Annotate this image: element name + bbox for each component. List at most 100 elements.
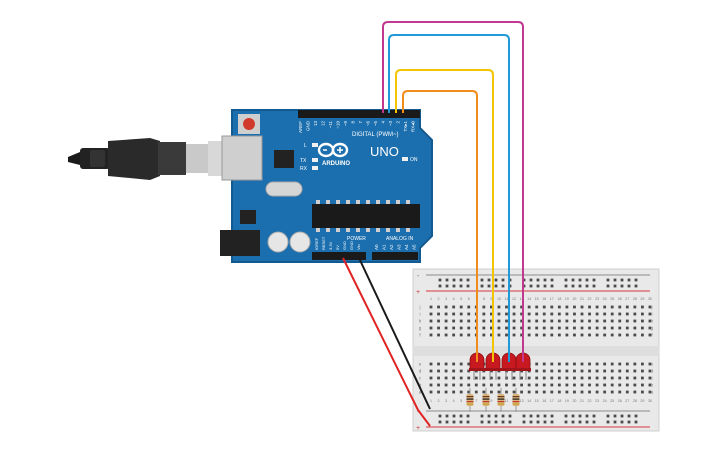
wire-pin5[interactable] xyxy=(388,34,510,362)
rail-hole xyxy=(627,278,631,282)
breadboard-hole xyxy=(603,326,607,330)
breadboard-hole xyxy=(550,312,554,316)
breadboard-hole xyxy=(444,305,448,309)
rail-hole xyxy=(627,420,631,424)
leds[interactable] xyxy=(469,352,531,380)
breadboard-hole xyxy=(542,369,546,373)
breadboard-hole xyxy=(444,333,448,337)
breadboard-hole xyxy=(490,305,493,309)
wire-pin4[interactable] xyxy=(395,69,494,362)
breadboard-hole xyxy=(429,326,433,330)
breadboard-hole xyxy=(618,383,622,387)
breadboard-hole xyxy=(535,376,539,380)
analog-pin-label: A0 xyxy=(374,244,379,250)
breadboard-hole xyxy=(557,362,561,366)
breadboard-hole xyxy=(452,312,456,316)
breadboard-hole xyxy=(573,390,576,394)
rail-hole xyxy=(459,414,463,418)
brand-label: ARDUINO xyxy=(322,161,350,167)
breadboard-hole xyxy=(437,383,440,387)
breadboard-hole xyxy=(610,319,614,323)
on-led xyxy=(402,157,408,161)
breadboard-hole xyxy=(459,362,463,366)
column-number: 20 xyxy=(572,399,576,403)
tx-label: TX xyxy=(300,158,307,164)
rail-hole xyxy=(606,278,610,282)
rail-hole xyxy=(592,414,596,418)
breadboard-hole xyxy=(625,376,629,380)
breadboard-hole xyxy=(618,390,622,394)
resistor[interactable] xyxy=(497,388,505,412)
breadboard-hole xyxy=(490,383,493,387)
breadboard-hole xyxy=(565,319,569,323)
arduino-uno-board[interactable]: L TX RX ON DIGITAL (PWM~) ARDUINO UNO PO… xyxy=(220,109,433,263)
crystal xyxy=(265,181,303,197)
wires[interactable] xyxy=(342,21,524,427)
breadboard-hole xyxy=(520,390,523,394)
breadboard-hole xyxy=(429,383,433,387)
breadboard-hole xyxy=(542,305,546,309)
breadboard-hole xyxy=(497,319,501,323)
tx-led xyxy=(312,158,318,162)
analog-pin-label: A4 xyxy=(404,244,409,250)
breadboard-hole xyxy=(588,305,591,309)
breadboard-hole xyxy=(550,376,554,380)
breadboard-hole xyxy=(641,390,644,394)
resistor[interactable] xyxy=(466,388,474,412)
breadboard-hole xyxy=(520,312,523,316)
breadboard-hole xyxy=(535,390,539,394)
breadboard-hole xyxy=(512,305,516,309)
digital-pin-label: RX◂0 xyxy=(411,121,416,133)
breadboard-hole xyxy=(444,390,448,394)
resistors[interactable] xyxy=(466,388,520,412)
breadboard-hole xyxy=(459,376,463,380)
breadboard-hole xyxy=(550,362,554,366)
rail-hole xyxy=(634,284,638,288)
column-number: 2 xyxy=(438,399,440,403)
breadboard-hole xyxy=(437,362,440,366)
breadboard-hole xyxy=(429,319,433,323)
column-number: 27 xyxy=(625,399,629,403)
rail-hole xyxy=(585,420,589,424)
breadboard-hole xyxy=(542,326,546,330)
wire-pin6[interactable] xyxy=(382,21,524,362)
breadboard-hole xyxy=(527,376,531,380)
column-number: 5 xyxy=(460,399,462,403)
breadboard-hole xyxy=(505,390,508,394)
column-number: 23 xyxy=(595,297,599,301)
breadboard-hole xyxy=(452,383,456,387)
rail-hole xyxy=(536,284,540,288)
breadboard-hole xyxy=(580,376,584,380)
column-number: 2 xyxy=(438,297,440,301)
wire-5v[interactable] xyxy=(342,257,431,427)
breadboard-hole xyxy=(603,376,607,380)
breadboard-hole xyxy=(595,312,599,316)
wire-gnd[interactable] xyxy=(358,257,431,410)
rail-hole xyxy=(571,420,575,424)
breadboard-hole xyxy=(610,369,614,373)
breadboard-hole xyxy=(512,312,516,316)
rail-hole xyxy=(438,284,442,288)
breadboard-hole xyxy=(641,312,644,316)
breadboard-hole xyxy=(459,383,463,387)
breadboard-hole xyxy=(550,369,554,373)
breadboard-hole xyxy=(444,383,448,387)
breadboard-hole xyxy=(595,369,599,373)
analog-header-label: ANALOG IN xyxy=(386,236,414,242)
rail-hole xyxy=(578,284,582,288)
breadboard-hole xyxy=(467,369,471,373)
wire-pin3[interactable] xyxy=(402,90,478,362)
capacitor-1 xyxy=(267,231,289,253)
breadboard-hole xyxy=(459,312,463,316)
rail-hole xyxy=(592,284,596,288)
breadboard-hole xyxy=(588,362,591,366)
rail-hole xyxy=(536,414,540,418)
breadboard-hole xyxy=(588,333,591,337)
rail-hole xyxy=(634,414,638,418)
reset-button[interactable] xyxy=(243,118,255,130)
breadboard-hole xyxy=(482,312,486,316)
resistor[interactable] xyxy=(512,388,520,412)
breadboard[interactable]: - + - + 11223344556677889910101111121213… xyxy=(412,268,660,432)
breadboard-hole xyxy=(535,319,539,323)
resistor[interactable] xyxy=(482,388,490,412)
